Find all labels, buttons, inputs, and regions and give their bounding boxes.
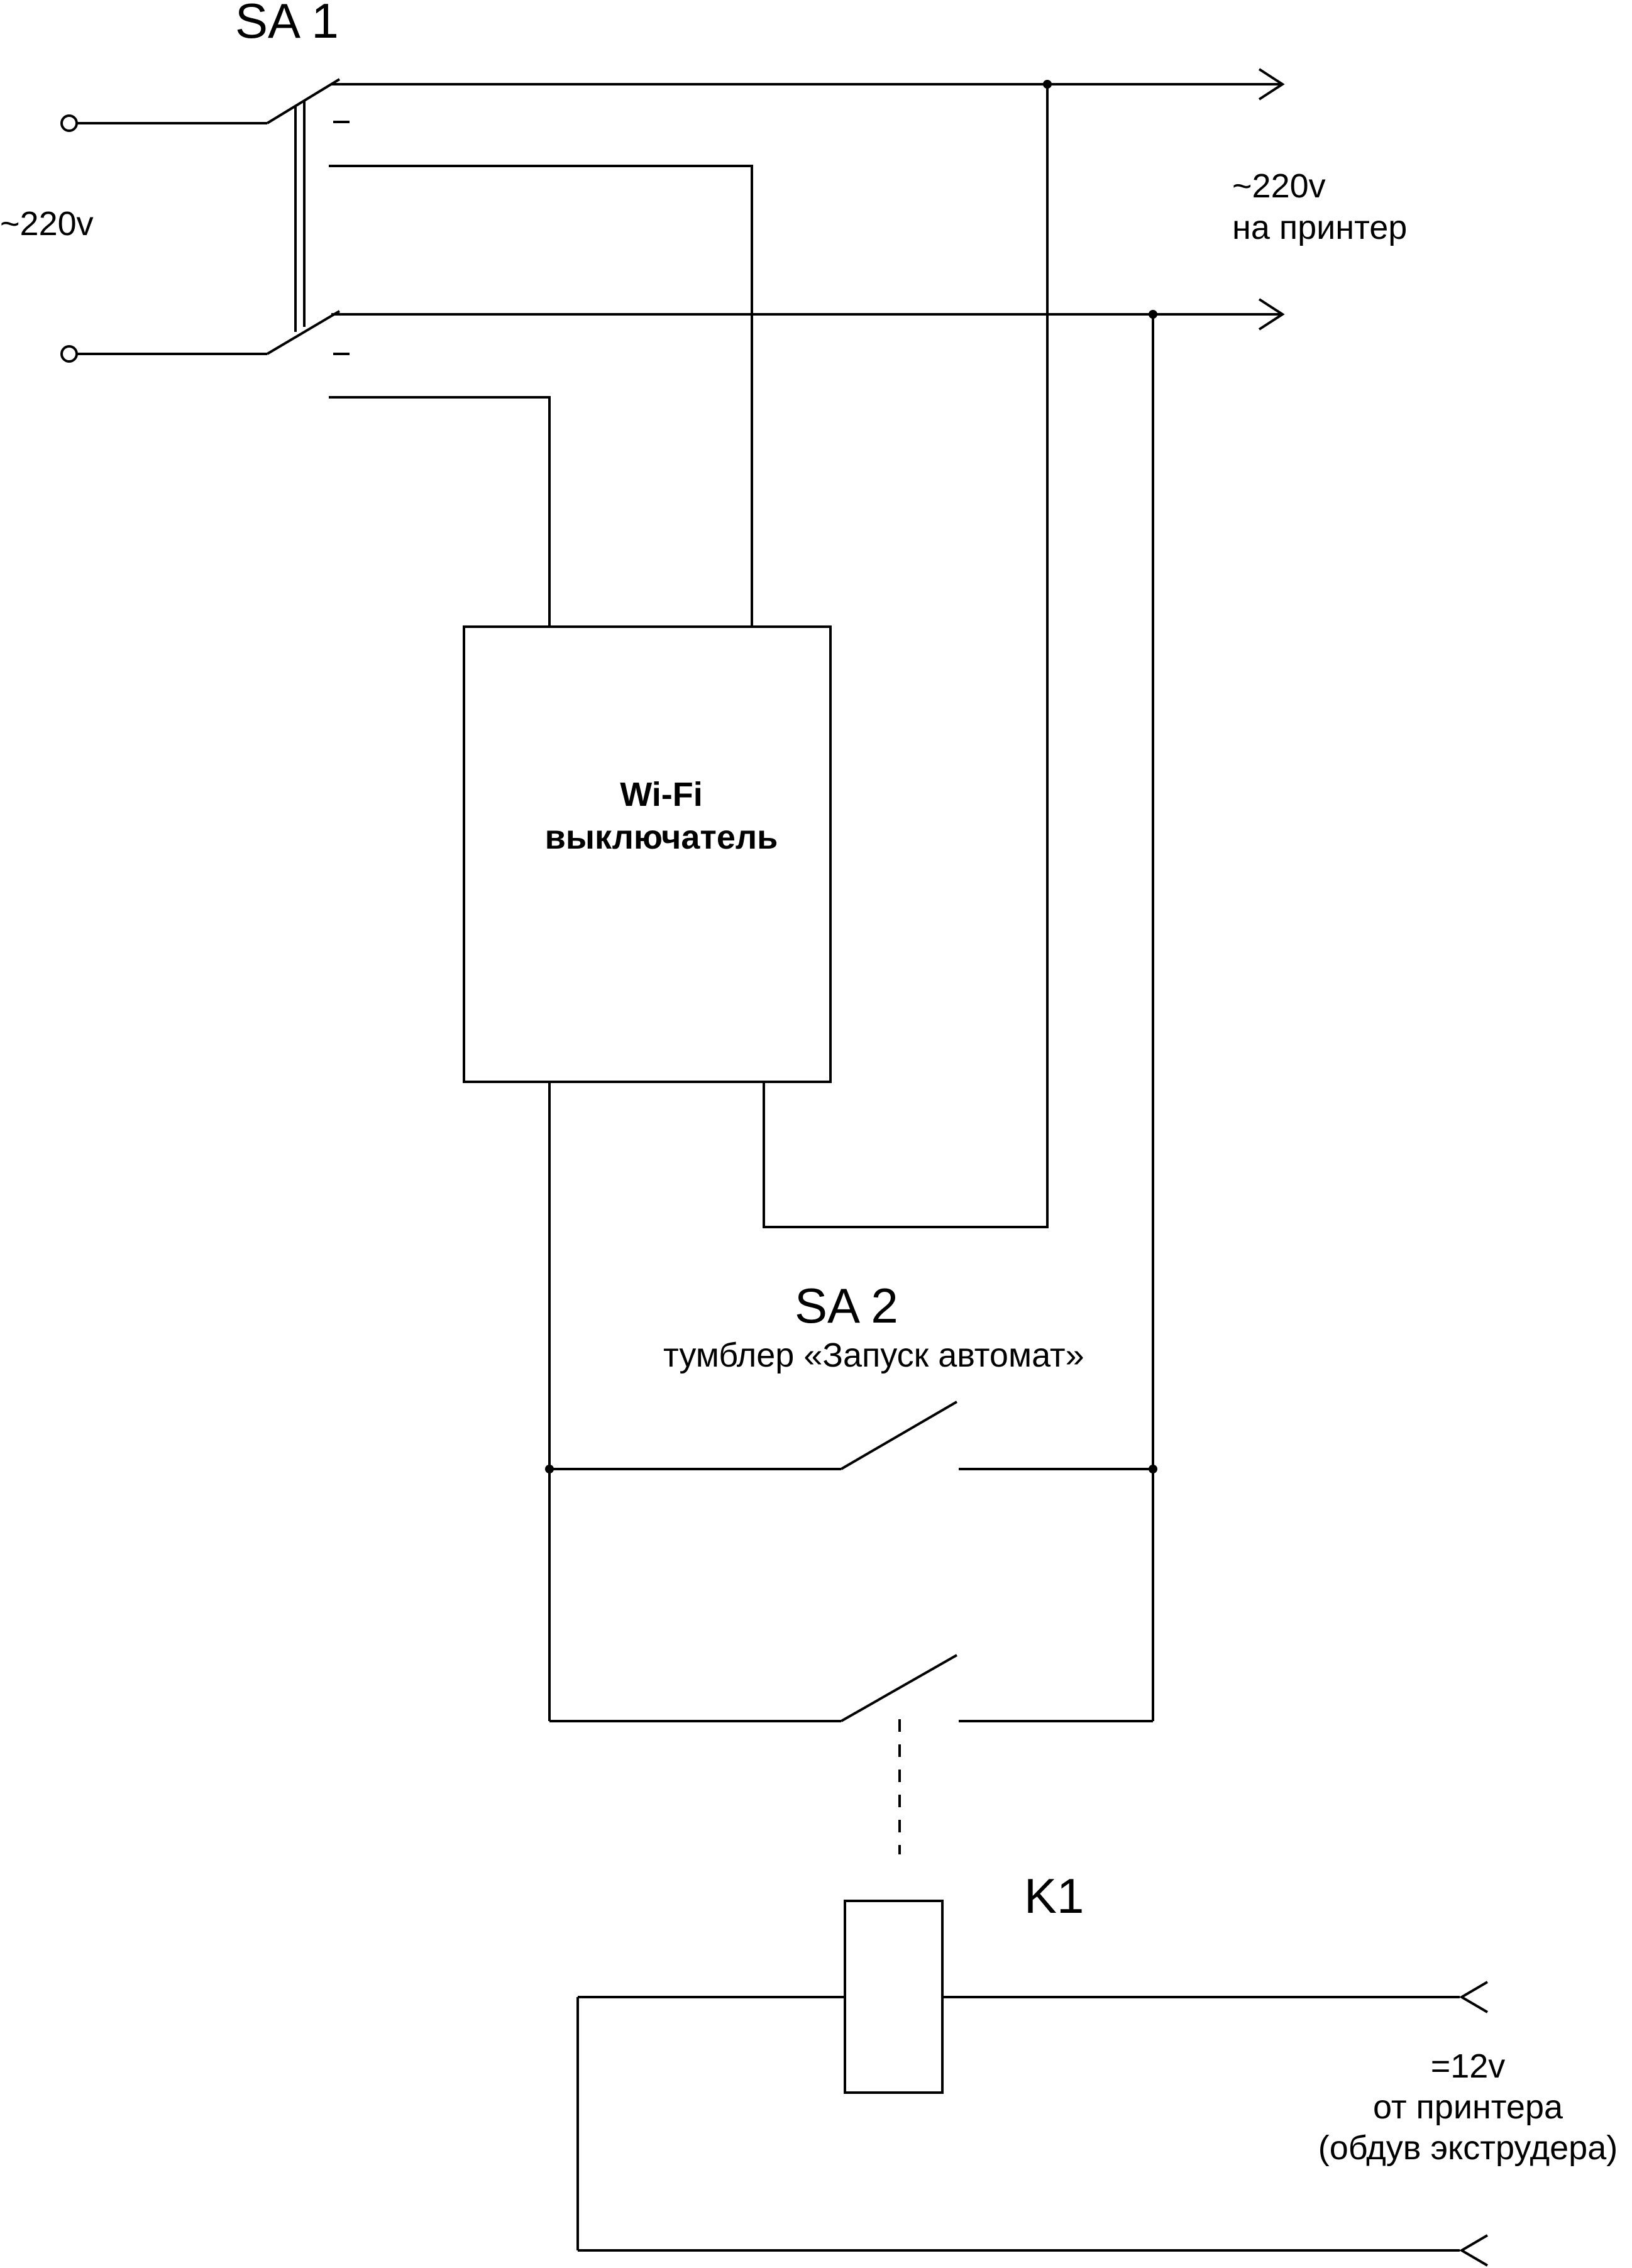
dc-note-label: (обдув экструдера) bbox=[1318, 2129, 1618, 2167]
input-arrow-bottom bbox=[1459, 2234, 1489, 2267]
relay-k1-coil bbox=[844, 1900, 944, 2094]
junction-sa2-left bbox=[545, 1465, 554, 1473]
sa2-switch bbox=[549, 1401, 1153, 1722]
junction-top-line bbox=[1043, 80, 1052, 89]
wifi-feed-lines bbox=[329, 165, 753, 627]
input-arrow-top bbox=[1459, 1981, 1489, 2013]
input-terminals bbox=[60, 114, 267, 363]
sa1-label: SA 1 bbox=[235, 0, 339, 48]
sa1-switch bbox=[266, 78, 350, 355]
relay-wiring bbox=[576, 1981, 1489, 2267]
sa2-lower-blade bbox=[841, 1654, 957, 1722]
input-voltage-label: ~220v bbox=[0, 205, 94, 243]
wifi-output-to-top-line bbox=[763, 84, 1049, 1228]
sa2-description: тумблер «Запуск автомат» bbox=[663, 1336, 1084, 1374]
wifi-switch-subtitle: выключатель bbox=[545, 818, 778, 856]
dc-source-label: от принтера bbox=[1373, 2088, 1563, 2126]
wifi-switch-box bbox=[463, 625, 832, 1083]
output-lines bbox=[331, 68, 1285, 331]
output-target-label: на принтер bbox=[1232, 209, 1407, 246]
wifi-feed-line-b bbox=[329, 396, 551, 627]
wifi-output-lines bbox=[548, 84, 1154, 1721]
k1-label: K1 bbox=[1024, 1868, 1084, 1924]
junction-bottom-line bbox=[1149, 310, 1157, 319]
junction-sa2-right bbox=[1149, 1465, 1157, 1473]
input-terminal-top bbox=[60, 114, 78, 132]
wifi-feed-line-a bbox=[329, 165, 753, 627]
sa1-blade-bottom bbox=[266, 310, 341, 355]
dc-voltage-label: =12v bbox=[1431, 2047, 1506, 2085]
arrow-top bbox=[1258, 68, 1285, 101]
sa2-upper-blade bbox=[840, 1401, 958, 1470]
wifi-switch-title: Wi-Fi bbox=[620, 776, 702, 813]
sa2-label: SA 2 bbox=[795, 1278, 898, 1333]
output-voltage-label: ~220v bbox=[1232, 167, 1326, 205]
arrow-bottom bbox=[1258, 298, 1285, 331]
input-terminal-bottom bbox=[60, 345, 78, 363]
junction-dots bbox=[545, 80, 1157, 1473]
